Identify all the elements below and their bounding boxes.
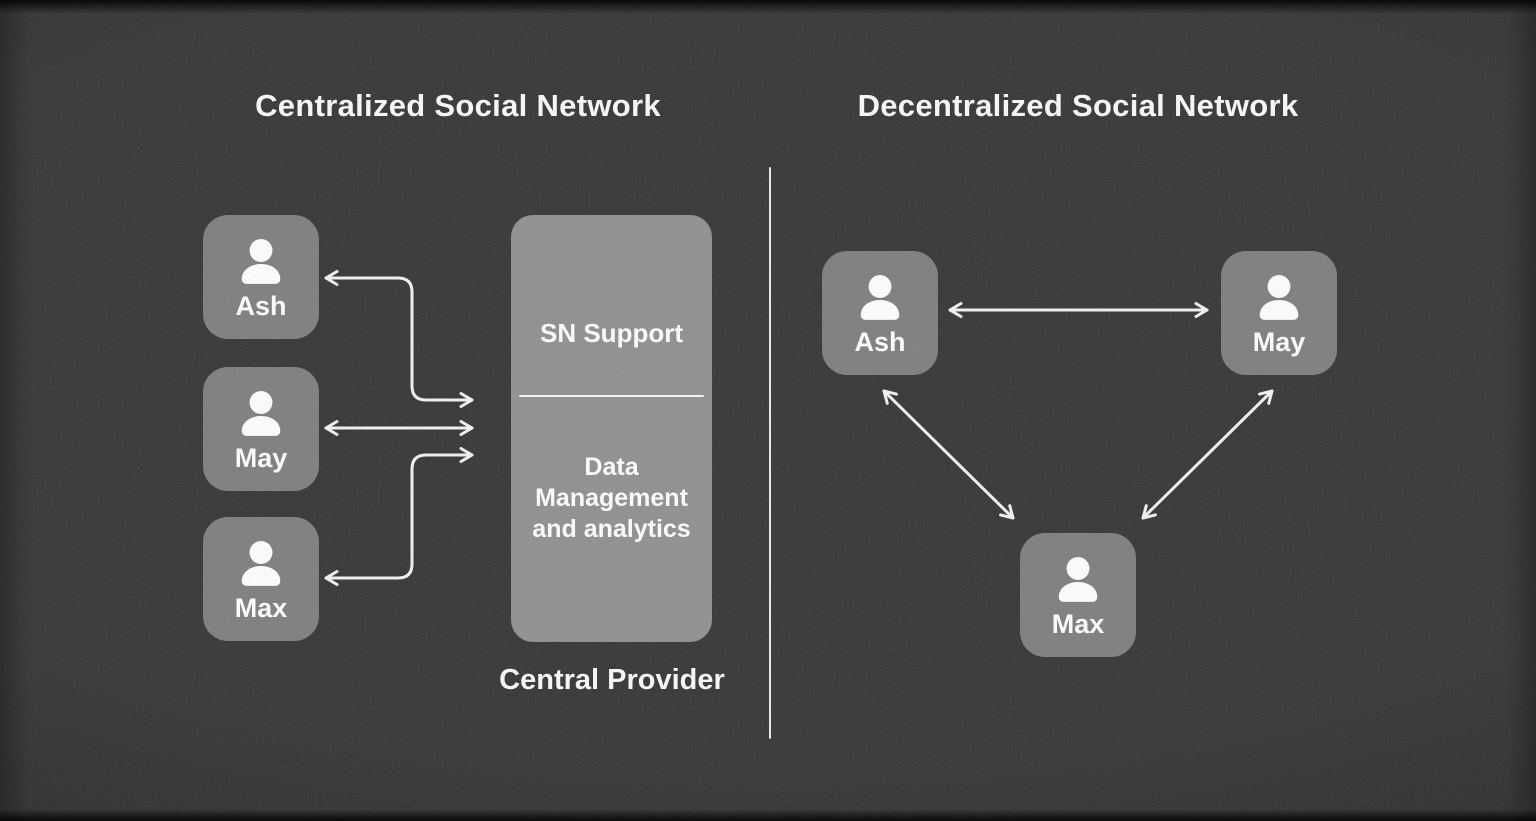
arrow-max-provider bbox=[324, 447, 474, 586]
arrow-ash-provider bbox=[324, 270, 474, 408]
decentralized-user-card-ash: Ash bbox=[822, 251, 938, 375]
person-icon bbox=[236, 238, 286, 287]
person-icon bbox=[236, 540, 286, 589]
user-name: Max bbox=[234, 592, 288, 623]
centralized-user-card-ash: Ash bbox=[203, 215, 319, 339]
person-icon bbox=[855, 274, 905, 323]
centralized-title: Centralized Social Network bbox=[255, 88, 661, 123]
provider-section-divider bbox=[519, 395, 704, 397]
person-icon bbox=[1053, 556, 1103, 605]
decentralized-user-card-max: Max bbox=[1020, 533, 1136, 657]
user-name: Max bbox=[1051, 608, 1105, 639]
user-name: Ash bbox=[235, 290, 287, 321]
decentralized-title: Decentralized Social Network bbox=[857, 88, 1299, 123]
decentralized-user-card-may: May bbox=[1221, 251, 1337, 375]
arrow-may-max bbox=[1141, 389, 1274, 520]
central-provider-box: SN Support Data Management and analytics bbox=[511, 215, 712, 642]
centralized-user-card-may: May bbox=[203, 367, 319, 491]
user-name: Ash bbox=[854, 326, 906, 357]
provider-sn-support-label: SN Support bbox=[540, 318, 683, 348]
central-provider-caption: Central Provider bbox=[499, 664, 725, 696]
provider-data-management-label: Data Management and analytics bbox=[532, 453, 691, 543]
panel-divider bbox=[769, 167, 771, 739]
arrow-ash-max bbox=[882, 389, 1015, 520]
user-name: May bbox=[1252, 326, 1306, 357]
centralized-user-card-max: Max bbox=[203, 517, 319, 641]
person-icon bbox=[236, 390, 286, 439]
user-name: May bbox=[234, 442, 288, 473]
person-icon bbox=[1254, 274, 1304, 323]
